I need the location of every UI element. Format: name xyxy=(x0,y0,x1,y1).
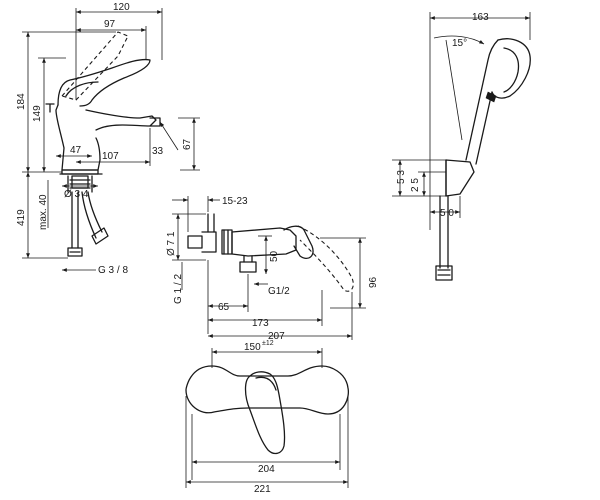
dim-67: 67 xyxy=(182,138,193,150)
dim-207: 207 xyxy=(268,331,285,342)
dim-149: 149 xyxy=(32,105,43,122)
dim-33: 33 xyxy=(152,146,164,157)
dim-120: 120 xyxy=(113,2,130,13)
dim-173: 173 xyxy=(252,318,269,329)
shower-mixer-front-view: 150 ±12 204 221 xyxy=(185,340,350,495)
dim-50: 50 xyxy=(269,250,280,262)
dim-dia34: Ø 3 4 xyxy=(64,189,89,200)
shower-mixer-side-view: 15-23 Ø 7 1 G 1 / 2 50 G1/2 65 173 207 9… xyxy=(166,196,379,342)
dim-96: 96 xyxy=(368,276,379,288)
dim-204: 204 xyxy=(258,464,275,475)
dim-65: 65 xyxy=(218,302,230,313)
dim-g12-left: G 1 / 2 xyxy=(173,274,184,304)
dim-97: 97 xyxy=(104,19,116,30)
hand-shower-set: 163 15° 5 3 2 5 5 0 xyxy=(392,12,531,281)
dim-dia71: Ø 7 1 xyxy=(166,231,177,256)
dim-221: 221 xyxy=(254,484,271,495)
dim-53: 5 3 xyxy=(396,170,407,184)
dim-150: 150 xyxy=(244,342,261,353)
dim-150-tolerance: ±12 xyxy=(262,340,274,347)
dim-163: 163 xyxy=(472,12,489,23)
dim-107: 107 xyxy=(102,151,119,162)
dim-419: 419 xyxy=(16,209,27,226)
dim-15deg: 15° xyxy=(452,38,467,49)
dim-50-holder: 5 0 xyxy=(440,208,454,219)
dim-184: 184 xyxy=(16,93,27,110)
dim-g38: G 3 / 8 xyxy=(98,265,128,276)
dim-47: 47 xyxy=(70,145,82,156)
dim-25: 2 5 xyxy=(410,178,421,192)
basin-mixer-side-view: 120 97 184 149 47 107 33 67 419 ma xyxy=(16,2,200,276)
dim-g12-right: G1/2 xyxy=(268,286,290,297)
dim-max40: max. 40 xyxy=(38,194,49,230)
dim-15-23: 15-23 xyxy=(222,196,248,207)
